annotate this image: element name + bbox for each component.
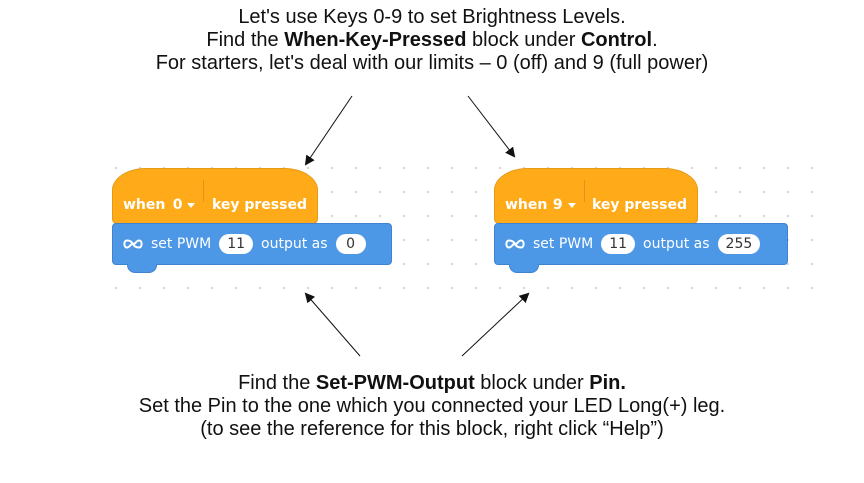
bottom-caption: Find the Set-PWM-Output block under Pin.… — [0, 372, 864, 441]
bottom-caption-line-1: Find the Set-PWM-Output block under Pin. — [0, 372, 864, 395]
caret-down-icon — [187, 202, 196, 208]
when-key-pressed-block[interactable]: when 0 key pressed — [112, 168, 318, 224]
arrow-to-key-9-block — [467, 95, 516, 158]
output-as-label: output as — [261, 236, 328, 252]
top-caption-line-1: Let's use Keys 0-9 to set Brightness Lev… — [238, 6, 626, 28]
bottom-caption-line-3: (to see the reference for this block, ri… — [200, 418, 664, 440]
top-caption: Let's use Keys 0-9 to set Brightness Lev… — [0, 6, 864, 75]
output-as-label: output as — [643, 236, 710, 252]
script-key-9[interactable]: when 9 key pressed set PWM 11 output as … — [494, 168, 788, 273]
pwm-value-input[interactable]: 255 — [717, 234, 761, 254]
key-value: 9 — [552, 197, 563, 213]
caption-bold-category: Control — [580, 29, 653, 51]
top-caption-line-3: For starters, let's deal with our limits… — [155, 52, 709, 74]
key-dropdown[interactable]: 0 — [173, 197, 196, 213]
script-key-0[interactable]: when 0 key pressed set PWM 11 output as … — [112, 168, 392, 273]
divider — [203, 180, 204, 202]
caption-bold-category: Pin. — [589, 372, 626, 394]
key-value: 0 — [172, 197, 183, 213]
top-caption-line-2: Find the When-Key-Pressed block under Co… — [0, 29, 864, 52]
key-dropdown[interactable]: 9 — [553, 197, 576, 213]
caption-text: block under — [466, 29, 581, 51]
bottom-caption-line-2: Set the Pin to the one which you connect… — [138, 395, 726, 417]
set-pwm-block[interactable]: set PWM 11 output as 255 — [494, 223, 788, 273]
pin-input[interactable]: 11 — [601, 234, 636, 254]
pwm-value-input[interactable]: 0 — [335, 234, 366, 254]
caption-text: Find the — [206, 29, 285, 51]
key-pressed-label: key pressed — [591, 197, 687, 213]
set-pwm-label: set PWM — [533, 236, 594, 252]
caret-down-icon — [567, 202, 576, 208]
infinity-icon — [505, 239, 525, 249]
when-key-pressed-block[interactable]: when 9 key pressed — [494, 168, 698, 224]
when-label: when — [123, 197, 166, 213]
key-pressed-label: key pressed — [211, 197, 307, 213]
pin-input[interactable]: 11 — [219, 234, 254, 254]
block-notch — [509, 264, 539, 273]
caption-text: block under — [474, 372, 590, 394]
caption-text: Find the — [238, 372, 316, 394]
when-label: when — [505, 197, 548, 213]
set-pwm-block[interactable]: set PWM 11 output as 0 — [112, 223, 392, 273]
caption-text: . — [652, 29, 658, 51]
caption-bold-block-name: Set-PWM-Output — [315, 372, 475, 394]
infinity-icon — [123, 239, 143, 249]
block-notch — [127, 264, 157, 273]
caption-bold-block-name: When-Key-Pressed — [284, 29, 467, 51]
set-pwm-label: set PWM — [151, 236, 212, 252]
